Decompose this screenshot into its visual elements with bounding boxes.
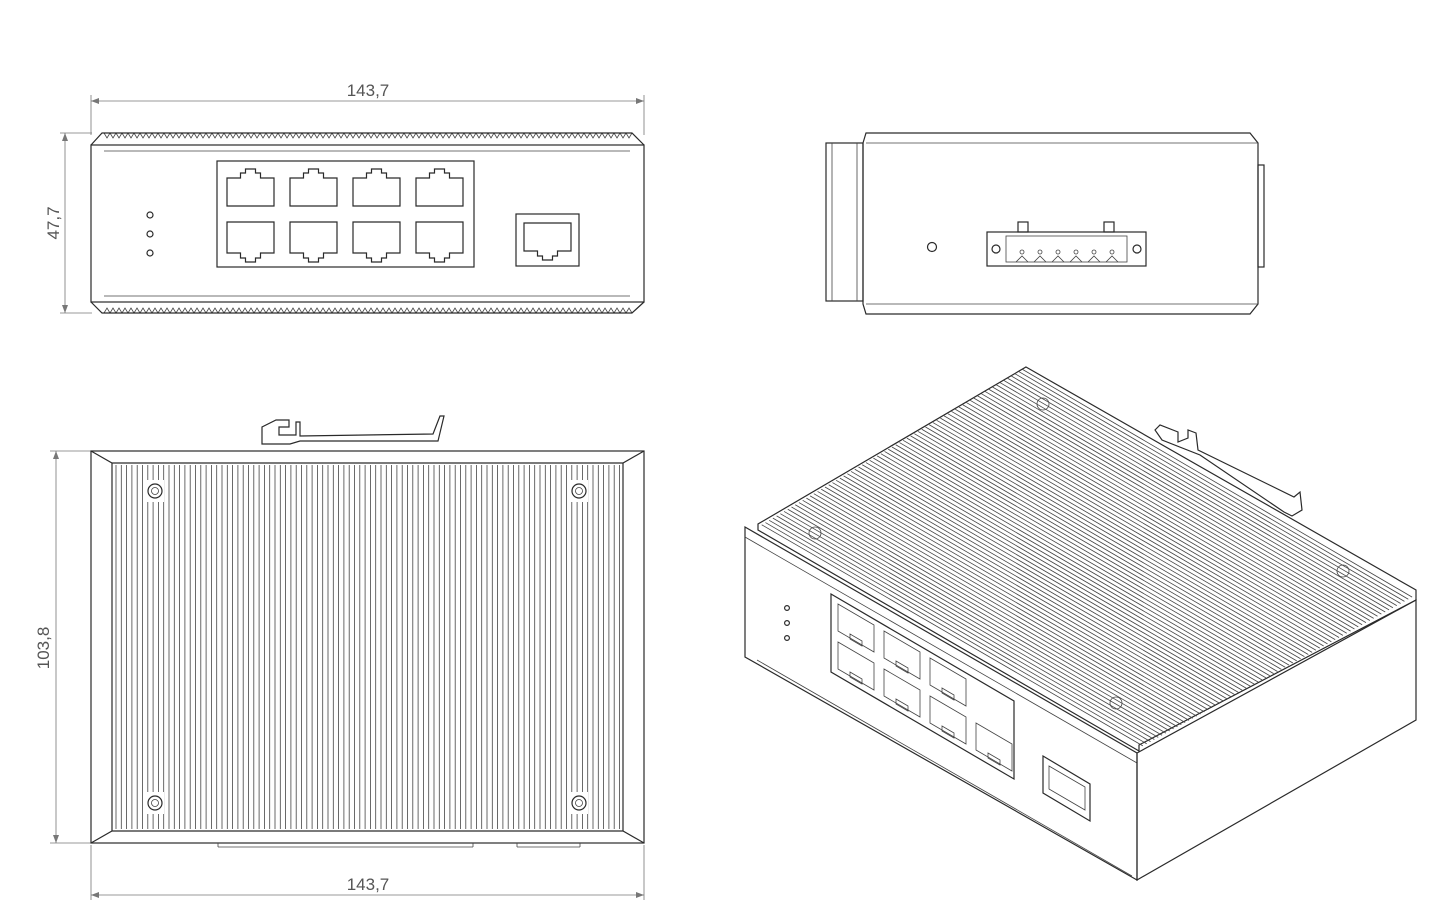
rj45-port-5: [226, 221, 275, 263]
iso-port: [975, 722, 1013, 772]
iso-port: [883, 668, 921, 718]
terminal-pin: [1019, 249, 1025, 255]
din-rail-clip: [261, 415, 445, 445]
screw-icon: [147, 483, 163, 499]
power-terminal-block: [986, 221, 1147, 267]
status-leds: [146, 211, 154, 257]
rj45-port-7: [352, 221, 401, 263]
terminal-pin: [1055, 249, 1061, 255]
screw-icon: [571, 483, 587, 499]
terminal-pin: [1037, 249, 1043, 255]
iso-port: [837, 641, 875, 691]
iso-port: [929, 695, 967, 745]
terminal-pin: [1073, 249, 1079, 255]
top-width-dimension: 143,7: [90, 845, 645, 900]
top-height-dimension: 103,8: [34, 450, 92, 844]
ground-screw: [926, 241, 938, 253]
rj45-port-block: [216, 160, 475, 268]
uplink-rj45: [523, 222, 572, 261]
rj45-port-2: [289, 168, 338, 207]
top-view: 103,8 143,7: [34, 415, 645, 900]
rj45-ports: [226, 168, 464, 263]
top-width-label: 143,7: [347, 875, 390, 894]
rj45-port-6: [289, 221, 338, 263]
front-view: 143,7 47,7: [44, 81, 645, 314]
isometric-view: [744, 366, 1417, 882]
rj45-port-8: [415, 221, 464, 263]
front-width-dimension: 143,7: [90, 81, 645, 135]
rj45-port-1: [226, 168, 275, 207]
heatsink-fins: [115, 465, 620, 829]
screw-icon: [571, 795, 587, 811]
front-width-label: 143,7: [347, 81, 390, 100]
front-height-dimension: 47,7: [44, 132, 92, 314]
rj45-port-4: [415, 168, 464, 207]
front-height-label: 47,7: [44, 206, 63, 239]
uplink-port-frame: [515, 213, 580, 267]
isometric-fins: [761, 368, 1413, 747]
terminal-pin: [1091, 249, 1097, 255]
iso-port: [837, 603, 875, 653]
terminal-pin: [1109, 249, 1115, 255]
mounting-screws: [146, 480, 588, 814]
iso-port: [929, 657, 967, 707]
side-view: [825, 132, 1265, 315]
iso-port: [883, 630, 921, 680]
top-height-label: 103,8: [34, 627, 53, 670]
uplink-port: [523, 222, 572, 261]
rj45-port-3: [352, 168, 401, 207]
screw-icon: [147, 795, 163, 811]
